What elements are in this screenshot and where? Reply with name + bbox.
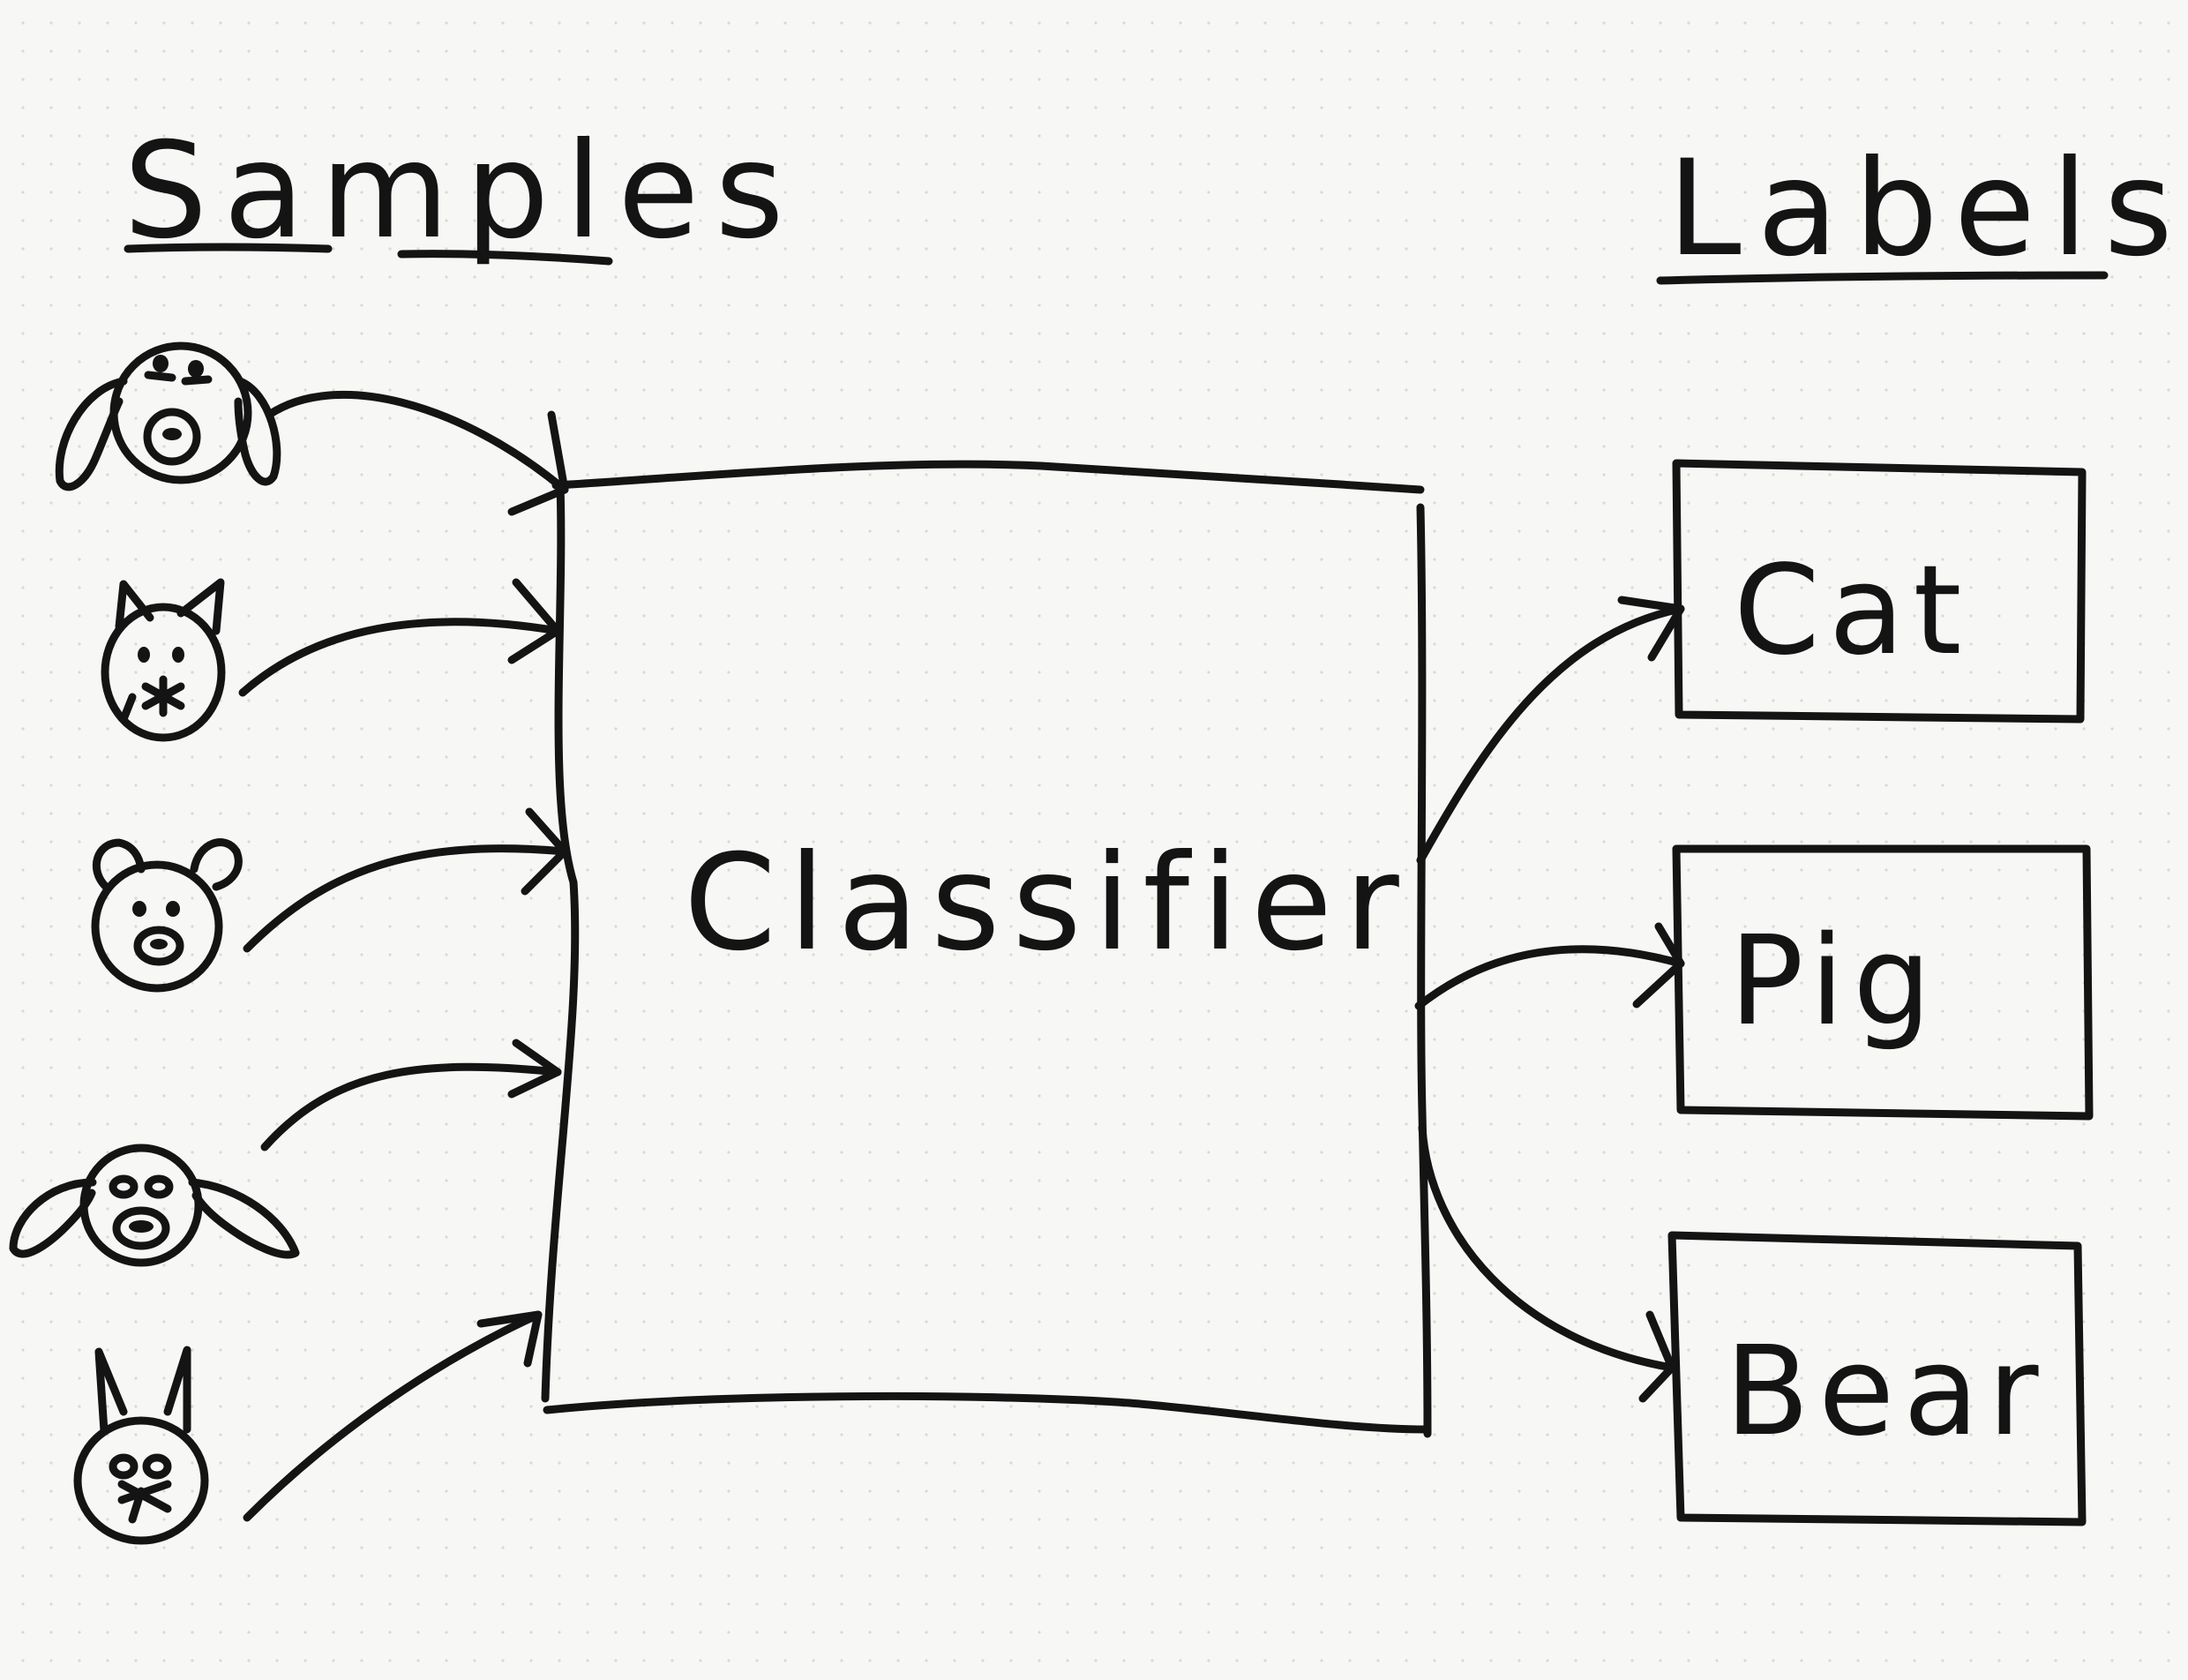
labels-heading: Labels (1667, 132, 2188, 286)
sample-3-bear-face-icon (91, 838, 243, 993)
input-arrow-4 (260, 1062, 562, 1151)
label-cat-text: Cat (1734, 539, 1970, 683)
sample-5-cat-face-icon (73, 1346, 209, 1545)
samples-underline-left (124, 243, 333, 253)
labels-underline (1656, 271, 2109, 285)
label-box-bear: Bear (1667, 1231, 2087, 1526)
input-arrow-3 (243, 844, 569, 953)
label-box-cat: Cat (1672, 459, 2087, 724)
input-arrowhead-2 (507, 578, 562, 664)
classifier-left-edge (541, 481, 580, 1403)
sample-1-dog-face-icon (55, 341, 281, 491)
input-arrowhead-4 (507, 1039, 562, 1099)
labels-heading-group: Labels (1656, 132, 2188, 286)
label-bear-text: Bear (1725, 1320, 2048, 1464)
input-arrowhead-1 (507, 410, 569, 516)
input-arrow-5 (243, 1310, 543, 1522)
classifier-right-edge (1416, 503, 1432, 1438)
classifier-bottom-edge (543, 1391, 1432, 1434)
input-arrow-1 (265, 390, 569, 494)
output-arrow-bear (1418, 1123, 1676, 1372)
label-box-pig: Pig (1672, 844, 2094, 1121)
input-arrowhead-5 (476, 1310, 543, 1368)
output-arrow-pig (1414, 945, 1685, 1010)
output-arrows (1414, 596, 1685, 1403)
input-arrows (238, 390, 569, 1522)
sample-4-pig-face-icon (9, 1144, 300, 1267)
samples-heading-group: Samples (124, 115, 800, 268)
sample-2-cat-face-icon (101, 578, 226, 742)
label-pig-text: Pig (1729, 910, 1940, 1054)
output-arrow-cat (1416, 604, 1685, 865)
samples-underline-right (397, 250, 613, 266)
classifier-label: Classifier (684, 827, 1412, 980)
input-arrow-2 (238, 618, 562, 697)
classifier-top-edge (551, 460, 1425, 494)
classifier-box: Classifier (541, 460, 1432, 1438)
output-arrowhead-bear (1638, 1310, 1676, 1403)
samples-heading: Samples (124, 115, 800, 268)
